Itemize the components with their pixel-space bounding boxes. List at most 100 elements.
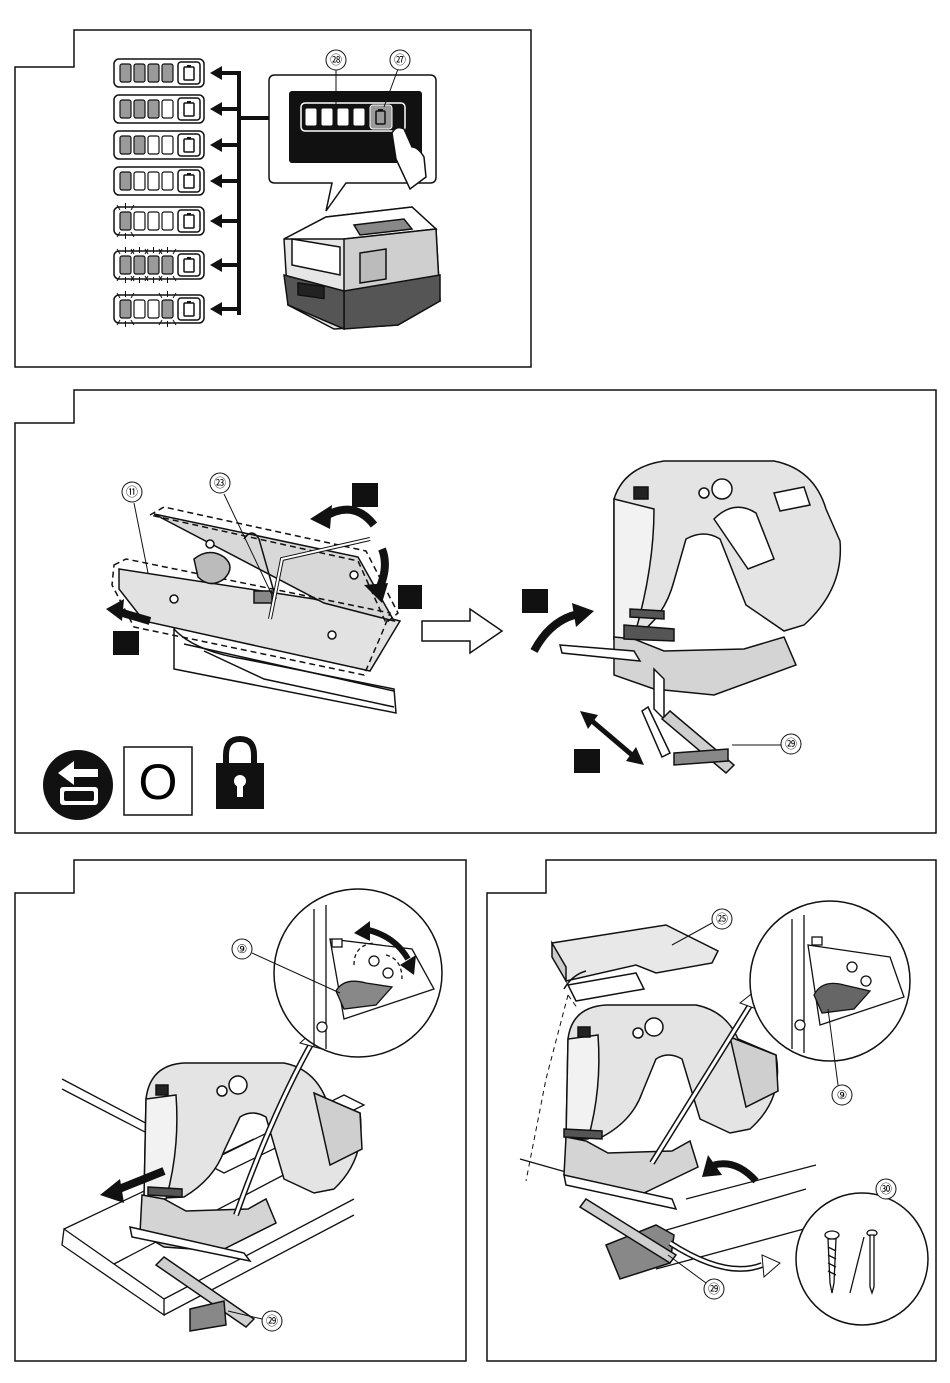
step-square-2	[398, 585, 422, 609]
leader-11	[134, 503, 148, 573]
indicator-segment	[134, 256, 145, 274]
base-plate-part	[552, 925, 718, 1001]
indicator-segment	[134, 64, 145, 82]
indicator-segment	[120, 256, 131, 274]
screw-arrowhead	[762, 1255, 780, 1277]
screw-arrow-inner	[670, 1243, 762, 1269]
figure-guide-mounting: ㉕ ⑨ ㉙ ㉚	[486, 859, 938, 1363]
step-square-3	[113, 631, 139, 655]
row-arrowhead	[210, 214, 222, 228]
indicator-segment	[148, 172, 159, 190]
battery-icon-tip	[187, 101, 191, 103]
step-square-1	[352, 483, 378, 507]
row-arrows	[210, 66, 239, 316]
insert-arrow	[714, 1164, 756, 1181]
loosen-arrowhead	[310, 505, 332, 529]
callout-29: ㉙	[266, 1314, 278, 1328]
callout-11: ⑪	[126, 485, 138, 499]
figure-battery-indicator: ㉘ ㉗	[14, 29, 532, 369]
step-square-5	[574, 749, 600, 773]
indicator-segment	[120, 100, 131, 118]
indicator-row	[114, 203, 204, 239]
callout-23: ㉓	[214, 476, 226, 490]
callout-29: ㉙	[708, 1282, 720, 1296]
row-arrowhead	[210, 174, 222, 188]
indicator-row	[114, 95, 204, 123]
battery-indicator-drawing: ㉘ ㉗	[14, 29, 532, 369]
indicator-segment	[162, 256, 173, 274]
row-arrowhead	[210, 102, 222, 116]
step-square-4	[522, 589, 548, 613]
indicator-segment	[162, 64, 173, 82]
indicator-segment	[120, 136, 131, 154]
battery-icon-tip	[187, 137, 191, 139]
callout-9: ⑨	[237, 942, 248, 956]
jigsaw-illustration	[564, 1005, 778, 1279]
row-arrowhead	[210, 138, 222, 152]
jigsaw-illustration	[560, 461, 840, 773]
battery-icon-tip	[187, 301, 191, 303]
battery-icon-tip	[378, 109, 383, 111]
indicator-segment	[134, 136, 145, 154]
indicator-segment	[148, 100, 159, 118]
indicator-row	[114, 59, 204, 87]
callout-28: ㉘	[330, 53, 342, 67]
guide-mounting-drawing: ㉕ ⑨ ㉙ ㉚	[486, 859, 938, 1363]
indicator-segment	[148, 256, 159, 274]
indicator-segment	[134, 300, 145, 318]
indicator-segment	[148, 212, 159, 230]
callout-9: ⑨	[837, 1088, 848, 1102]
zoom-segment-3	[337, 108, 349, 126]
check-button	[370, 105, 392, 129]
jigsaw-illustration	[130, 1063, 362, 1331]
indicator-row	[114, 131, 204, 159]
indicator-segment	[120, 64, 131, 82]
guide-cutting-drawing: ⑨ ㉙	[14, 859, 468, 1363]
indicator-segment	[148, 136, 159, 154]
callout-25: ㉕	[716, 912, 728, 926]
figure-guide-cutting: ⑨ ㉙	[14, 859, 468, 1363]
zoom-segment-1	[305, 108, 317, 126]
row-arrowhead	[210, 258, 222, 272]
indicator-segment	[120, 300, 131, 318]
battery-icon-tip	[187, 65, 191, 67]
battery-icon-tip	[187, 257, 191, 259]
indicator-segment	[162, 100, 173, 118]
indicator-segment	[148, 64, 159, 82]
indicator-segment	[134, 212, 145, 230]
indicator-segment	[120, 172, 131, 190]
indicator-segment	[120, 212, 131, 230]
callout-30: ㉚	[880, 1182, 892, 1196]
figure-blade-guide: ⑪ ㉓	[14, 389, 938, 835]
loosen-arrow	[324, 510, 374, 525]
remove-battery-icon	[43, 750, 113, 820]
blade-guide-drawing: ⑪ ㉓	[14, 389, 938, 835]
battery-icon-tip	[187, 173, 191, 175]
indicator-segment	[148, 300, 159, 318]
indicator-row	[114, 247, 204, 283]
battery-pack	[284, 207, 440, 329]
switch-off-symbol: O	[139, 754, 178, 810]
callout-27: ㉗	[394, 53, 406, 67]
callout-29: ㉙	[785, 737, 797, 751]
row-arrowhead	[210, 66, 222, 80]
lift-arrowhead	[572, 603, 594, 627]
indicator-segment	[162, 136, 173, 154]
indicator-row	[114, 291, 204, 327]
indicator-row	[114, 167, 204, 195]
indicator-rows	[114, 59, 204, 327]
indicator-segment	[134, 172, 145, 190]
screw-zoom-circle	[796, 1193, 928, 1325]
zoom-segment-2	[321, 108, 333, 126]
indicator-segment	[162, 300, 173, 318]
next-step-arrow	[422, 609, 502, 653]
battery-icon-tip	[187, 213, 191, 215]
lock-icon	[216, 739, 264, 809]
indicator-segment	[162, 172, 173, 190]
base-plate-illustration	[112, 507, 400, 713]
indicator-segment	[134, 100, 145, 118]
board-edge	[62, 1229, 164, 1315]
push-arrowhead	[100, 1179, 124, 1203]
row-arrowhead	[210, 302, 222, 316]
pull-arrowhead	[106, 599, 124, 621]
